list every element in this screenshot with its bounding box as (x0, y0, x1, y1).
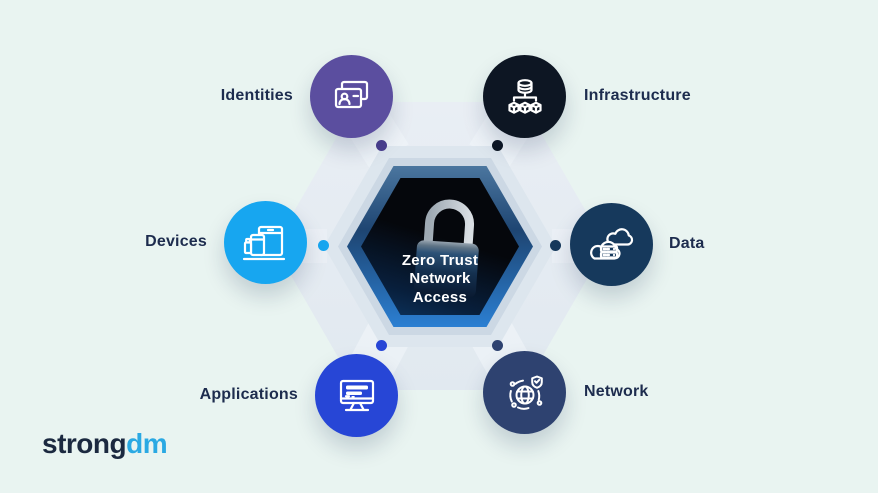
data-dot (550, 240, 561, 251)
id-cards-icon (334, 80, 368, 108)
network-dot (492, 340, 503, 351)
strongdm-logo: strongdm (42, 428, 168, 460)
center-title-line: Zero Trust (401, 252, 479, 269)
identities-dot (376, 140, 387, 151)
network-node (483, 351, 566, 434)
data-label: Data (669, 235, 705, 252)
globe-shield-icon (508, 375, 543, 410)
network-label: Network (584, 383, 649, 400)
applications-label: Applications (199, 386, 298, 403)
devices-dot (318, 240, 329, 251)
infrastructure-node (483, 55, 566, 138)
logo-prefix: strong (42, 428, 127, 459)
applications-node (315, 354, 398, 437)
infrastructure-label: Infrastructure (584, 87, 691, 104)
identities-label: Identities (220, 87, 293, 104)
center-title-line: Access (412, 288, 468, 306)
identities-node (310, 55, 393, 138)
devices-node (224, 201, 307, 284)
infrastructure-dot (492, 140, 503, 151)
data-node (570, 203, 653, 286)
logo-suffix: dm (126, 428, 168, 459)
cloud-server-icon (589, 227, 633, 260)
devices-icon (242, 225, 285, 260)
center-title-line: Network (409, 270, 471, 288)
monitor-icon (339, 379, 374, 411)
center-title: Zero Trust Network Access (360, 252, 520, 307)
database-cluster-icon (507, 78, 542, 114)
padlock-icon (414, 199, 479, 298)
applications-dot (376, 340, 387, 351)
devices-label: Devices (145, 233, 207, 250)
